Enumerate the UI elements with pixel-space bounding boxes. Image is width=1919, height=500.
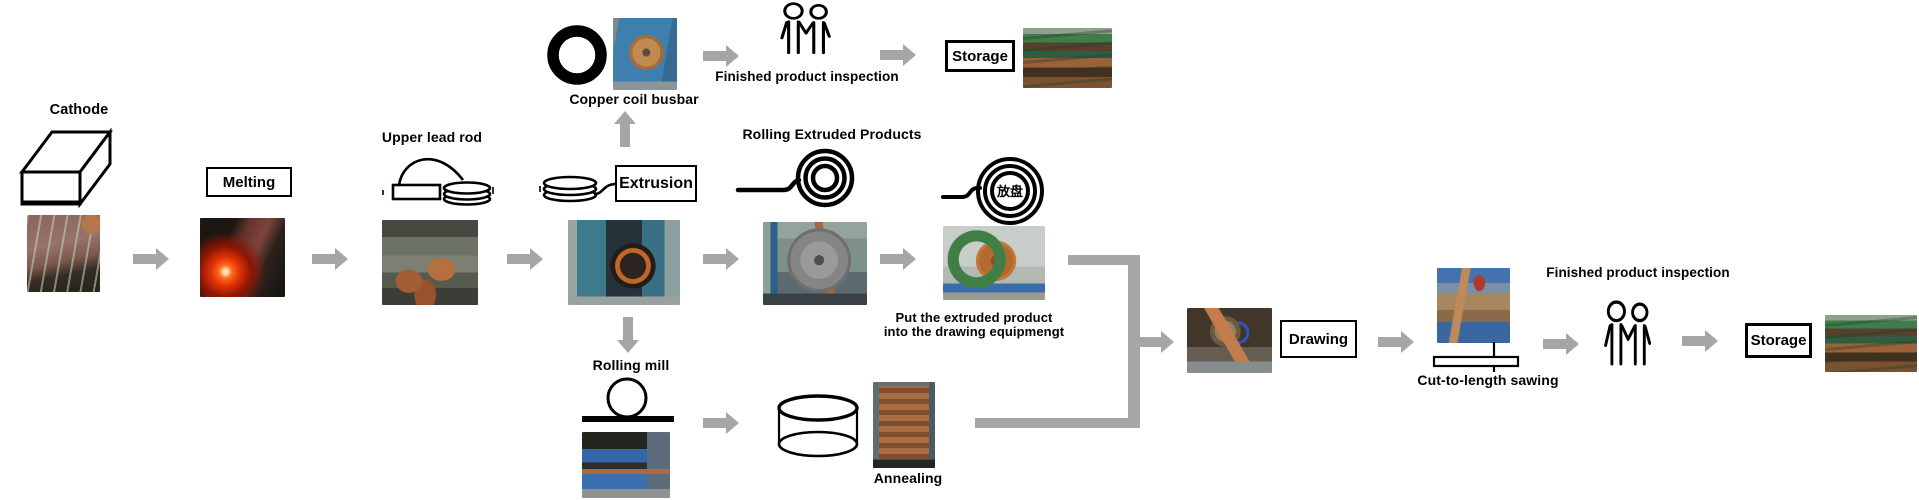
connector-top-segment	[1068, 255, 1134, 265]
payoff-reel-text: 放盘	[996, 184, 1023, 199]
connector-vertical-segment	[1128, 255, 1140, 428]
drawing-box: Drawing	[1280, 320, 1357, 358]
rolling-extruded-photo	[763, 222, 867, 305]
rolling-mill-icon	[582, 377, 674, 422]
storage-top-photo	[1023, 28, 1112, 88]
flow-arrow	[1378, 331, 1414, 353]
saw-bar-icon	[1432, 342, 1520, 372]
annealing-cylinder-icon	[777, 394, 859, 458]
rolling-mill-label: Rolling mill	[592, 357, 670, 373]
flow-arrow	[1682, 330, 1718, 352]
copper-coil-busbar-photo	[613, 18, 677, 90]
storage-right-photo	[1825, 315, 1917, 372]
inspection-people-icon	[1604, 300, 1652, 366]
melting-photo	[200, 218, 285, 297]
annealing-label: Annealing	[873, 470, 943, 486]
flow-arrow	[703, 248, 739, 270]
drawing-photo	[1187, 308, 1272, 373]
rolling-extruded-label: Rolling Extruded Products	[742, 126, 922, 142]
put-extruded-line1: Put the extruded product	[895, 310, 1053, 325]
extrusion-box: Extrusion	[615, 165, 697, 202]
inspection-people-icon	[780, 2, 831, 55]
flow-arrow	[133, 248, 169, 270]
storage-right-box: Storage	[1745, 323, 1812, 358]
finished-inspection-right-label: Finished product inspection	[1546, 265, 1730, 280]
cathode-photo	[27, 215, 100, 292]
flow-arrow	[507, 248, 543, 270]
flow-arrow	[312, 248, 348, 270]
cathode-label: Cathode	[49, 102, 109, 118]
flow-arrow	[703, 45, 739, 67]
storage-top-box: Storage	[945, 40, 1015, 72]
cut-to-length-label: Cut-to-length sawing	[1417, 372, 1559, 388]
upper-lead-rod-photo	[382, 220, 478, 305]
coil-spiral-icon	[735, 148, 855, 208]
extrusion-photo	[568, 220, 680, 305]
sawing-photo	[1437, 268, 1510, 343]
put-extruded-caption: Put the extruded product into the drawin…	[864, 310, 1084, 340]
melting-box: Melting	[206, 167, 292, 197]
flow-arrow-down	[617, 317, 639, 353]
flow-arrow	[880, 44, 916, 66]
rolling-mill-photo	[582, 432, 670, 498]
upper-lead-rod-icon	[382, 157, 494, 206]
flow-arrow	[703, 412, 739, 434]
copper-coil-busbar-label: Copper coil busbar	[569, 91, 699, 107]
payoff-reel-icon: 放盘	[941, 157, 1044, 225]
connector-bottom-segment	[975, 418, 1134, 428]
put-extruded-line2: into the drawing equipmengt	[883, 324, 1065, 340]
flow-arrow	[1543, 333, 1579, 355]
flow-arrow	[1138, 331, 1174, 353]
flow-arrow	[880, 248, 916, 270]
upper-lead-rod-label: Upper lead rod	[381, 129, 483, 145]
busbar-ring-icon	[547, 25, 607, 85]
flow-arrow-up	[614, 111, 636, 147]
extrusion-coil-icon	[539, 175, 616, 203]
payoff-reel-photo	[943, 226, 1045, 300]
annealing-photo	[873, 382, 935, 468]
finished-inspection-top-label: Finished product inspection	[715, 69, 899, 84]
cathode-slab-icon	[19, 127, 113, 209]
